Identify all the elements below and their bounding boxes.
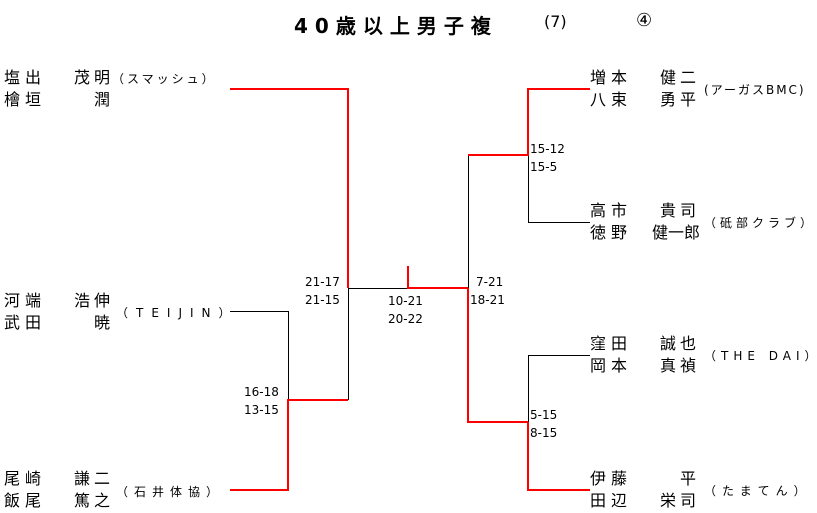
player-family-name: 田辺 bbox=[590, 491, 633, 510]
player-given-name: 真禎 bbox=[659, 356, 700, 375]
winner-line bbox=[467, 288, 528, 423]
player-family-name: 窪田 bbox=[590, 334, 633, 353]
winner-line bbox=[527, 422, 590, 491]
match-score: 16-18 bbox=[244, 385, 279, 399]
player-given-name: 茂明 bbox=[73, 68, 114, 87]
team-entry: 塩出 茂明 檜垣 潤 bbox=[4, 67, 116, 111]
player-given-name: 潤 bbox=[93, 90, 114, 109]
player-family-name: 檜垣 bbox=[4, 90, 47, 109]
player-family-name: 高市 bbox=[590, 201, 633, 220]
team-entry: 伊藤 平 田辺 栄司 bbox=[590, 468, 702, 512]
player-family-name: 飯尾 bbox=[4, 491, 47, 510]
team-entry: 河端 浩伸 武田 暁 bbox=[4, 290, 116, 334]
club-name: （石井体協） bbox=[116, 485, 225, 499]
player-family-name: 徳野 bbox=[590, 223, 633, 242]
bracket-number: ④ bbox=[636, 10, 653, 31]
team-entry: 高市 貴司 徳野健一郎 bbox=[590, 200, 702, 244]
club-name: （砥部クラブ） bbox=[704, 216, 817, 230]
team-entry: 増本 健二 八束 勇平 bbox=[590, 67, 702, 111]
entry-count: (7) bbox=[544, 12, 567, 31]
club-name: （たまてん） bbox=[704, 484, 812, 498]
club-name: （スマッシュ） bbox=[112, 72, 217, 86]
team-entry: 窪田 誠也 岡本 真禎 bbox=[590, 333, 702, 377]
player-family-name: 増本 bbox=[590, 68, 633, 87]
player-given-name: 暁 bbox=[93, 313, 114, 332]
match-score: 13-15 bbox=[244, 403, 279, 417]
player-given-name: 健一郎 bbox=[651, 223, 700, 242]
player-given-name: 篤之 bbox=[73, 491, 114, 510]
bracket-line bbox=[528, 355, 590, 422]
player-family-name: 岡本 bbox=[590, 356, 633, 375]
player-given-name: 謙二 bbox=[73, 469, 114, 488]
match-score: 21-17 bbox=[305, 275, 340, 289]
final-score: 10-21 bbox=[388, 294, 423, 308]
club-name: （TEIJIN） bbox=[116, 306, 239, 320]
match-score: 5-15 bbox=[530, 408, 558, 422]
match-score: 18-21 bbox=[470, 293, 505, 307]
page-title: 40歳以上男子複 bbox=[294, 14, 498, 38]
bracket-line bbox=[528, 155, 590, 223]
player-given-name: 浩伸 bbox=[73, 291, 114, 310]
match-score: 21-15 bbox=[305, 293, 340, 307]
bracket-line bbox=[230, 311, 289, 400]
club-name: (アーガスBMC) bbox=[704, 83, 806, 97]
winner-line bbox=[230, 399, 348, 491]
player-family-name: 八束 bbox=[590, 90, 633, 109]
match-score: 7-21 bbox=[476, 275, 504, 289]
player-family-name: 伊藤 bbox=[590, 469, 633, 488]
player-given-name: 平 bbox=[679, 469, 700, 488]
final-score: 20-22 bbox=[388, 312, 423, 326]
winner-line bbox=[230, 88, 349, 288]
player-family-name: 武田 bbox=[4, 313, 47, 332]
winner-line bbox=[468, 88, 590, 156]
player-family-name: 塩出 bbox=[4, 68, 47, 87]
club-name: （THE DAI） bbox=[704, 349, 817, 363]
player-given-name: 誠也 bbox=[659, 334, 700, 353]
team-entry: 尾崎 謙二 飯尾 篤之 bbox=[4, 468, 116, 512]
player-given-name: 勇平 bbox=[659, 90, 700, 109]
winner-line bbox=[407, 266, 468, 289]
player-family-name: 尾崎 bbox=[4, 469, 47, 488]
match-score: 15-12 bbox=[530, 142, 565, 156]
player-given-name: 貴司 bbox=[659, 201, 700, 220]
match-score: 15-5 bbox=[530, 160, 558, 174]
player-given-name: 栄司 bbox=[659, 491, 700, 510]
match-score: 8-15 bbox=[530, 426, 558, 440]
player-family-name: 河端 bbox=[4, 291, 47, 310]
player-given-name: 健二 bbox=[659, 68, 700, 87]
